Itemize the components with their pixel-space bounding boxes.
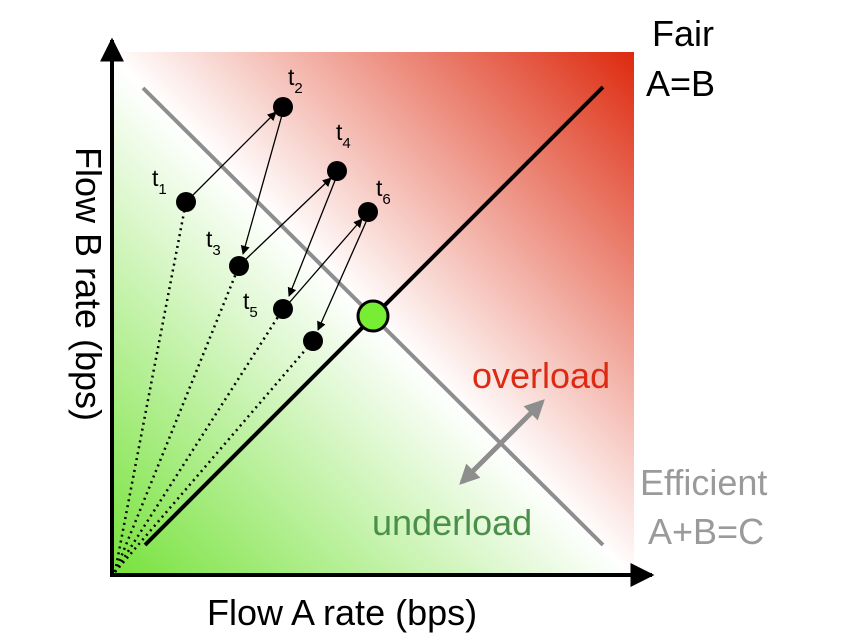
underload-label: underload: [372, 502, 532, 543]
x-axis-label: Flow A rate (bps): [207, 592, 477, 633]
point-t2: [273, 97, 293, 117]
point-labels: t1 t2 t3 t4 t5 t6: [152, 64, 391, 321]
label-t3: t3: [206, 226, 221, 259]
trajectory-arrows: [190, 111, 367, 331]
arrow-t5-t6: [288, 218, 363, 304]
point-t1: [176, 192, 196, 212]
label-t4: t4: [336, 119, 351, 152]
arrow-t3-t4: [244, 177, 332, 261]
region-double-arrow: [459, 399, 545, 485]
arrow-t1-t2: [190, 111, 277, 198]
origin-rays: [113, 201, 314, 573]
ray-t1: [113, 201, 188, 573]
label-t1: t1: [152, 165, 167, 198]
label-t5: t5: [243, 288, 258, 321]
point-t4: [327, 161, 347, 181]
efficient-label-line1: Efficient: [640, 462, 767, 503]
point-t6: [358, 202, 378, 222]
efficient-label-line2: A+B=C: [648, 511, 764, 552]
arrow-t6-final: [317, 221, 367, 331]
point-final: [303, 331, 323, 351]
point-t3: [229, 256, 249, 276]
ray-t5: [113, 308, 285, 573]
ray-final: [114, 340, 314, 573]
y-axis-label: Flow B rate (bps): [68, 147, 109, 421]
equilibrium-point: [356, 299, 390, 333]
arrow-t4-t5: [287, 177, 337, 297]
label-t2: t2: [288, 64, 303, 97]
trajectory-points: [176, 97, 378, 351]
overload-label: overload: [472, 355, 610, 396]
label-t6: t6: [376, 175, 391, 208]
point-t5: [273, 299, 293, 319]
arrow-t2-t3: [240, 114, 283, 255]
fair-label-line1: Fair: [652, 13, 714, 54]
fair-label-line2: A=B: [646, 63, 715, 104]
ray-t3: [113, 265, 241, 573]
